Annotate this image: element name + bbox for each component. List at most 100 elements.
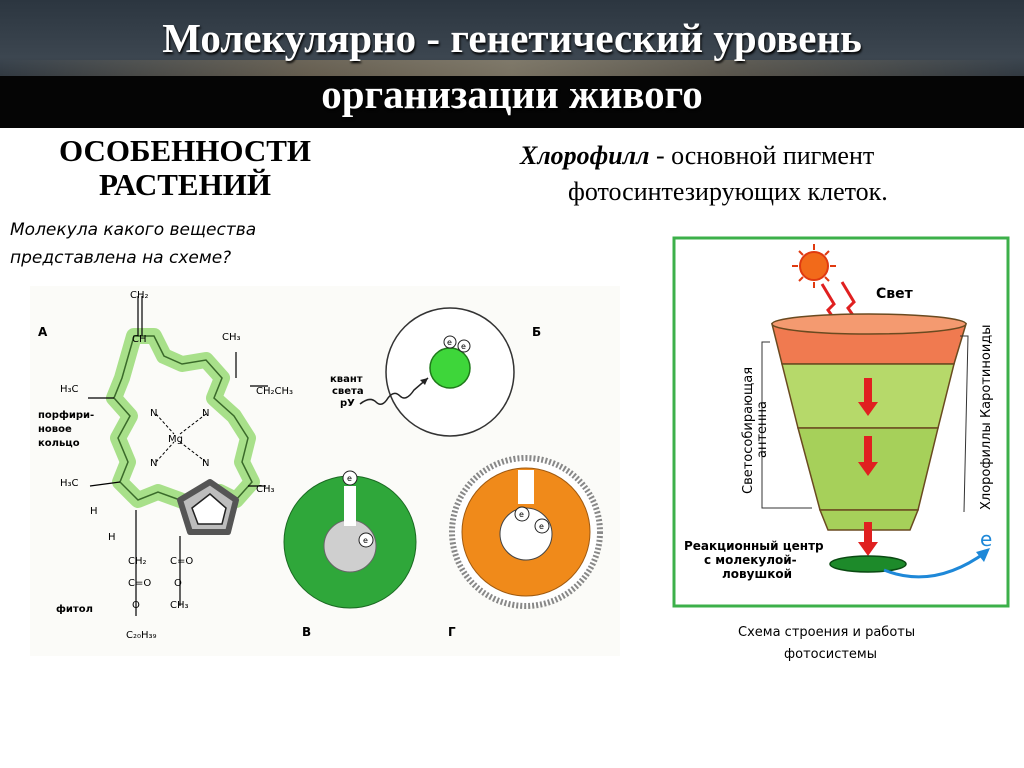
panel-label-b: Б xyxy=(532,325,541,339)
reaction-center-label-2: с молекулой- xyxy=(704,553,797,567)
bond-n-mg-2 xyxy=(179,413,207,435)
pigment-bracket xyxy=(960,335,969,513)
panel-b-electron-2 xyxy=(457,339,471,353)
panel-label-a: А xyxy=(38,325,48,339)
antenna-bracket xyxy=(761,341,812,509)
panel-v-electron-label-2: e xyxy=(363,536,368,545)
reaction-center-label-1: Реакционный центр xyxy=(684,539,824,553)
reaction-center-label-3: ловушкой xyxy=(722,567,792,581)
slide-title-line1: Молекулярно - генетический уровень xyxy=(162,15,862,61)
panel-b-excitation: e e квант света рУ Б xyxy=(330,307,541,437)
sun-disc xyxy=(799,251,829,281)
label-ch3-top: CH₃ xyxy=(222,332,241,343)
side-chains xyxy=(88,296,268,616)
panel-b-electron-1 xyxy=(443,335,457,349)
header-dark-band xyxy=(0,76,1024,128)
energy-arrow-2-shaft xyxy=(864,436,872,464)
panel-b-electron-label-1: e xyxy=(447,338,452,347)
chlorophyll-term: Хлорофилл xyxy=(520,141,650,170)
label-quantum-3: рУ xyxy=(340,398,355,409)
slide-title: Молекулярно - генетический уровень орган… xyxy=(0,10,1024,122)
panel-label-g: Г xyxy=(448,625,456,639)
label-ch2-chain-1: CH₂ xyxy=(128,556,147,567)
label-o-1: O xyxy=(132,600,140,611)
panel-g-electron-label-1: e xyxy=(519,510,524,519)
pentagon-inner xyxy=(191,493,227,525)
label-quantum-2: света xyxy=(332,386,364,397)
panel-v-electron-1 xyxy=(342,470,358,486)
light-label: Свет xyxy=(876,286,914,302)
panel-g-electron-1 xyxy=(514,506,530,522)
bond-n-mg-4 xyxy=(179,441,207,463)
chlorophyll-def-part1: - основной пигмент xyxy=(649,141,875,170)
panel-b-pigment xyxy=(429,347,471,389)
label-porphyrin-1: порфири- xyxy=(38,409,94,421)
panel-g-channel xyxy=(518,470,534,504)
label-c-eq-o-2: C=O xyxy=(170,556,193,567)
label-h-1: H xyxy=(90,506,98,517)
panel-b-electron-label-2: e xyxy=(461,342,466,351)
slide-title-line2: организации живого xyxy=(321,71,703,117)
label-h-2: H xyxy=(108,532,116,543)
chlorophyll-def-part2: фотосинтезирующих клеток. xyxy=(568,177,888,206)
panel-g-electron-2 xyxy=(534,518,550,534)
label-ch2ch3: CH₂CH₃ xyxy=(256,386,293,397)
chlorophyll-structure-diagram: А CH₂ CH CH₃ H₃C CH₂CH₃ N N Mg N N H₃C C… xyxy=(30,286,620,656)
light-quantum-arrowhead xyxy=(420,378,428,385)
features-heading-line1: ОСОБЕННОСТИ xyxy=(58,133,312,168)
question-text: Молекула какого вещества представлена на… xyxy=(10,216,340,272)
bond-n-mg-1 xyxy=(155,413,175,435)
caption-line1: Схема строения и работы xyxy=(738,625,915,640)
antenna-label-2: антенна xyxy=(755,401,770,458)
question-line2: представлена на схеме? xyxy=(10,248,232,268)
energy-arrow-3-shaft xyxy=(864,522,872,544)
cyclopentane-ring xyxy=(177,479,239,535)
energy-arrow-2-head xyxy=(858,462,878,476)
label-c20h39: C₂₀H₃₉ xyxy=(126,630,157,641)
pigments-label: Хлорофиллы Каротиноиды xyxy=(979,324,994,510)
label-ch-vinyl: CH xyxy=(132,334,147,345)
label-mg: Mg xyxy=(168,434,183,445)
atom-labels: А CH₂ CH CH₃ H₃C CH₂CH₃ N N Mg N N H₃C C… xyxy=(38,290,293,641)
energy-arrow-1-shaft xyxy=(864,378,872,404)
electron-arc xyxy=(883,550,987,579)
energy-arrow-3-head xyxy=(858,542,878,556)
cone-tip xyxy=(818,509,920,531)
panel-v-channel xyxy=(344,486,356,526)
label-porphyrin-3: кольцо xyxy=(38,438,80,449)
reaction-center-disc xyxy=(829,555,907,573)
features-heading: ОСОБЕННОСТИ РАСТЕНИЙ xyxy=(20,134,350,202)
label-n-4: N xyxy=(202,458,209,469)
antenna-label-1: Светособирающая xyxy=(741,367,756,494)
label-phytol: фитол xyxy=(56,603,93,615)
label-ch3-right: CH₃ xyxy=(256,484,275,495)
energy-arrows xyxy=(858,378,878,556)
cone-top-rim xyxy=(771,313,967,335)
label-quantum-1: квант xyxy=(330,374,363,385)
sun-rays xyxy=(792,244,836,288)
features-heading-line2: РАСТЕНИЙ xyxy=(99,167,271,202)
label-n-2: N xyxy=(202,408,209,419)
chlorophyll-definition: Хлорофилл - основной пигмент фотосинтези… xyxy=(520,138,1020,210)
panel-v-electron-label-1: e xyxy=(347,474,352,483)
label-h3c-lower: H₃C xyxy=(60,478,79,489)
label-c-eq-o-1: C=O xyxy=(128,578,151,589)
methyl-bond-2 xyxy=(89,481,121,487)
label-o-2: O xyxy=(174,578,182,589)
slide-header: Молекулярно - генетический уровень орган… xyxy=(0,0,1024,128)
label-n-1: N xyxy=(150,408,157,419)
label-n-3: N xyxy=(150,458,157,469)
bond-n-mg-3 xyxy=(155,441,175,463)
label-porphyrin-2: новое xyxy=(38,424,72,435)
panel-v-green-ring: e e В xyxy=(283,470,417,639)
sun-icon xyxy=(792,244,836,288)
label-ch2-top: CH₂ xyxy=(130,290,149,301)
electron-label: e xyxy=(980,527,992,551)
panel-g-electron-label-2: e xyxy=(539,522,544,531)
label-ch3-ester: CH₃ xyxy=(170,600,189,611)
panel-g-orange-ring: e e Г xyxy=(448,455,603,639)
photosystem-diagram: Свет e Светособирающая антенна Хлорофилл… xyxy=(672,236,1010,662)
panel-v-electron-2 xyxy=(358,532,374,548)
electron-arc-head xyxy=(976,548,990,562)
caption-line2: фотосистемы xyxy=(784,647,877,662)
